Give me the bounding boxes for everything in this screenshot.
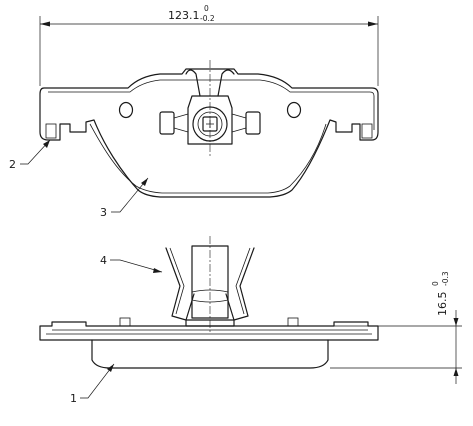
left-tab-slot — [45, 123, 57, 139]
height-tolerance-upper: 0 — [431, 281, 440, 286]
side-view — [39, 236, 379, 369]
callout-1-label: 1 — [70, 392, 77, 405]
clip-body — [187, 95, 233, 145]
friction-inner-line — [89, 123, 327, 194]
backing-plate-outline — [39, 68, 379, 198]
clip-connector — [173, 113, 247, 133]
callout-4: 4 — [100, 254, 163, 273]
spring-arm-right — [225, 247, 255, 321]
spring-arm-right-inner — [235, 247, 251, 315]
callout-4-label: 4 — [100, 254, 107, 267]
plate-side-inner — [46, 329, 372, 335]
callout-3-label: 3 — [100, 206, 107, 219]
friction-material-side — [91, 339, 329, 369]
right-tab-slot — [361, 123, 373, 139]
left-hole — [118, 101, 134, 119]
clip-right-wing — [245, 111, 261, 135]
callout-3: 3 — [100, 177, 149, 219]
right-hole — [286, 101, 302, 119]
top-view — [39, 60, 379, 198]
width-dimension-value: 123.1 — [168, 9, 200, 22]
clip-left-wing — [159, 111, 175, 135]
callout-2-label: 2 — [9, 158, 16, 171]
plate-inner-edge — [48, 79, 375, 130]
spring-arm-left — [165, 247, 195, 321]
height-dimension-value: 16.5 — [436, 292, 449, 317]
clip-top-spring — [185, 69, 235, 97]
width-tolerance-lower: -0.2 — [200, 14, 215, 23]
callout-1: 1 — [70, 363, 115, 405]
left-bump — [119, 317, 131, 327]
width-dimension: 123.1 0 -0.2 — [39, 4, 379, 86]
right-bump — [287, 317, 299, 327]
callout-2: 2 — [9, 139, 51, 171]
sensor-stem — [191, 245, 229, 319]
width-tolerance-upper: 0 — [204, 4, 209, 13]
height-dimension: 16.5 0 -0.3 — [330, 271, 462, 384]
spring-arm-left-inner — [169, 247, 185, 315]
backing-plate-side — [39, 321, 379, 341]
height-tolerance-lower: -0.3 — [441, 271, 450, 286]
